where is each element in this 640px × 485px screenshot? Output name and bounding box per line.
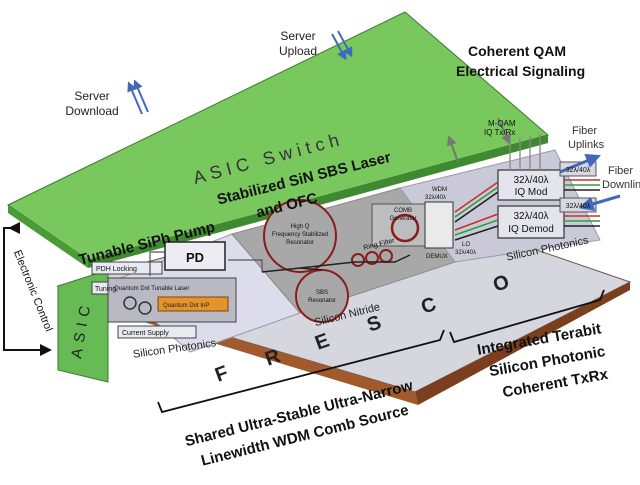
mqam-vertical-leads bbox=[509, 134, 541, 170]
wdm-label-1: WDM bbox=[432, 187, 447, 193]
asic-side-block bbox=[57, 269, 109, 383]
middle-waveguide bbox=[261, 254, 411, 273]
left-region-label: Silicon Photonics bbox=[132, 337, 217, 361]
mqam-label-1: M-QAM bbox=[488, 119, 516, 128]
highq-label-1: High Q bbox=[291, 224, 310, 230]
qd-laser-label: Quantum Dot Tunable Laser bbox=[114, 286, 189, 292]
server-download-arrows bbox=[127, 79, 149, 115]
sbs-label-2: Resonator bbox=[308, 298, 336, 304]
highq-label-3: Resonator bbox=[286, 240, 314, 246]
pd-box bbox=[164, 241, 226, 271]
tuning-label: Tuning bbox=[95, 286, 116, 293]
iq-demod-box bbox=[497, 205, 565, 239]
asic-switch-slab-front bbox=[8, 205, 88, 268]
current-supply-box bbox=[117, 325, 197, 339]
lo-label-1: LO bbox=[462, 242, 470, 248]
ring-filter-1 bbox=[351, 253, 365, 267]
coherent-qam-label-1: Coherent QAM bbox=[468, 43, 566, 59]
comb-label-2: Generator bbox=[389, 216, 416, 222]
laser-ring-1 bbox=[123, 296, 137, 310]
highq-label-2: Frequency Stabilized bbox=[272, 232, 328, 238]
pd-label: PD bbox=[186, 250, 204, 265]
comb-generator-box bbox=[371, 203, 435, 247]
wdm-label-2: 32λ/40λ bbox=[425, 195, 446, 201]
wdm-demux-block bbox=[424, 201, 454, 249]
fiber-downlinks-label-1: Fiber bbox=[608, 165, 633, 177]
asic-switch-slab-side bbox=[88, 135, 548, 268]
mqam-arrow-down bbox=[497, 117, 511, 145]
fiber-uplinks-label-2: Uplinks bbox=[568, 139, 605, 151]
coherent-qam-label-2: Electrical Signaling bbox=[456, 63, 585, 79]
iq-mod-label-1: 32λ/40λ bbox=[513, 175, 548, 186]
integrated-terabit-bracket bbox=[449, 289, 605, 344]
fiber-uplinks-arrow bbox=[559, 153, 601, 174]
comb-generator-ring bbox=[390, 213, 420, 243]
server-upload-label-2: Upload bbox=[279, 44, 317, 58]
demux-label: DEMUX bbox=[426, 254, 448, 260]
fiber-downlinks-arrow bbox=[578, 194, 621, 212]
server-upload-label-1: Server bbox=[280, 29, 315, 43]
mqam-arrow-up bbox=[447, 135, 459, 163]
fiber-downlinks-label-2: Downlinks bbox=[602, 179, 640, 191]
iq-demod-label-2: IQ Demod bbox=[508, 224, 554, 235]
fresco-letter-o: O bbox=[490, 271, 512, 297]
electronic-control-bracket bbox=[3, 227, 52, 356]
comb-label-1: COMB bbox=[394, 208, 412, 214]
pdh-locking-label: PDH Locking bbox=[96, 266, 137, 273]
server-download-label-2: Download bbox=[65, 104, 118, 118]
pdh-locking-box bbox=[91, 261, 163, 275]
server-upload-arrows bbox=[331, 30, 353, 61]
wdm-color-lanes bbox=[454, 179, 600, 241]
current-supply-label: Current Supply bbox=[122, 330, 169, 337]
qd-inp-label: Quantum Dot InP bbox=[163, 303, 209, 309]
shared-comb-bracket bbox=[157, 329, 445, 414]
fresco-letter-c: C bbox=[418, 293, 439, 319]
lo-label-2: 32λ/40λ bbox=[455, 250, 476, 256]
electronic-control-label: Electronic Control bbox=[11, 248, 55, 333]
left-chip-waveguide bbox=[149, 251, 263, 276]
sbs-label-1: SBS bbox=[316, 290, 328, 296]
mqam-label-2: IQ Tx/Rx bbox=[484, 128, 515, 137]
iq-mod-label-2: IQ Mod bbox=[515, 187, 548, 198]
laser-ring-2 bbox=[138, 301, 152, 315]
fiber-uplinks-label-1: Fiber bbox=[572, 125, 597, 137]
fresco-board-right bbox=[415, 282, 630, 405]
highq-resonator bbox=[263, 199, 337, 273]
lambda-top-label: 32λ/40λ bbox=[566, 167, 591, 174]
lambda-bottom-label: 32λ/40λ bbox=[566, 203, 591, 210]
iq-demod-label-1: 32λ/40λ bbox=[513, 211, 548, 222]
fresco-letter-f: F bbox=[212, 362, 231, 387]
qd-inp-block bbox=[157, 296, 229, 312]
server-download-label-1: Server bbox=[74, 89, 109, 103]
ring-filter-2 bbox=[365, 251, 379, 265]
